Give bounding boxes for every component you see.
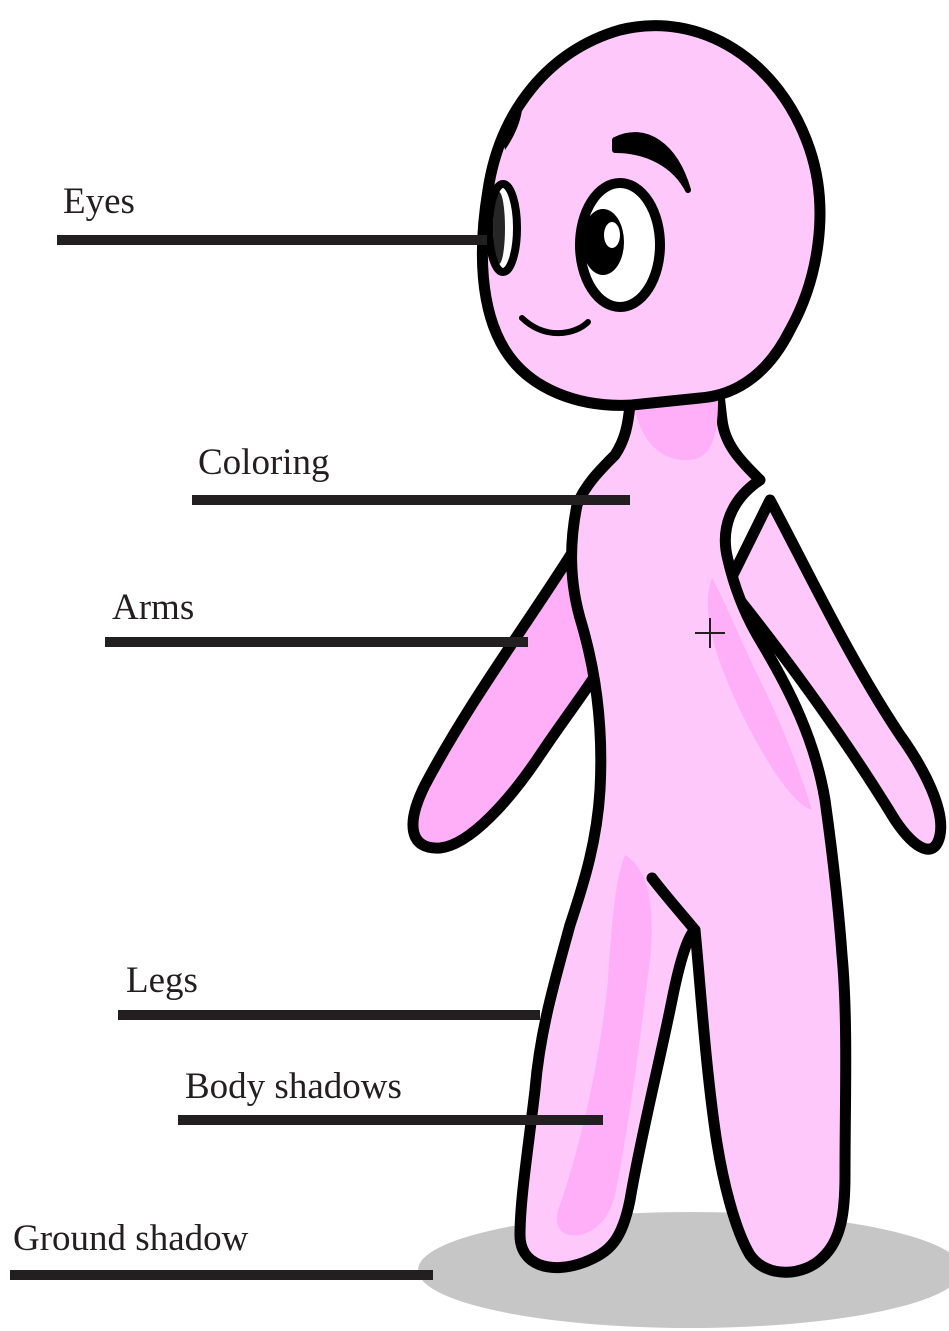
label-coloring: Coloring [198,442,330,483]
body-silhouette [520,392,846,1272]
label-body-shadows: Body shadows [185,1066,402,1107]
label-legs: Legs [126,960,198,1001]
label-arms: Arms [112,587,194,628]
right-eye-highlight [604,222,620,248]
label-ground-shadow: Ground shadow [13,1218,249,1259]
ground-shadow [418,1212,949,1328]
left-eye-pupil [493,192,505,264]
label-eyes: Eyes [63,181,135,222]
